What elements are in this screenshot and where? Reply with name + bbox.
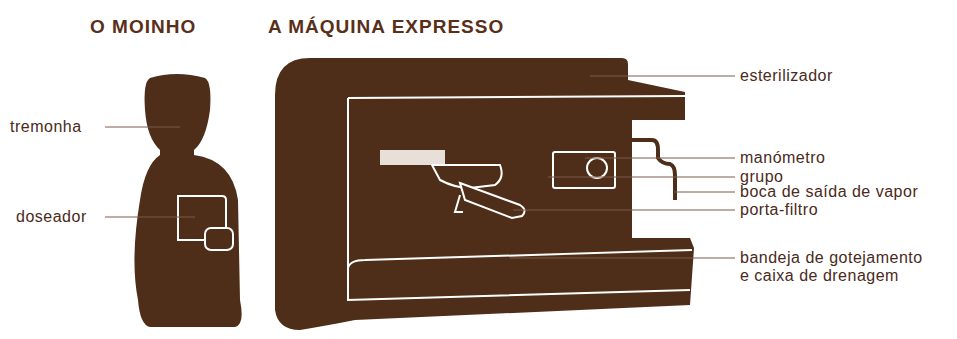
machine-body bbox=[275, 58, 694, 330]
part-label: porta-filtro bbox=[740, 201, 818, 219]
steam-wand bbox=[632, 140, 675, 200]
machine-outline bbox=[348, 96, 685, 98]
part-label: tremonha bbox=[10, 118, 82, 136]
part-label: bandeja de gotejamento e caixa de drenag… bbox=[740, 249, 930, 285]
part-label: boca de saída de vapor bbox=[740, 183, 918, 201]
gauge-panel bbox=[553, 152, 615, 188]
grinder-hopper bbox=[145, 74, 211, 158]
portafilter-spout bbox=[455, 195, 463, 212]
leader-line bbox=[105, 217, 195, 218]
leader-line bbox=[590, 76, 735, 77]
part-label: manómetro bbox=[740, 149, 825, 167]
drip-tray-edge bbox=[348, 250, 692, 268]
leader-line bbox=[510, 258, 735, 259]
group-head bbox=[380, 150, 445, 165]
gauge-dial bbox=[587, 158, 607, 178]
leader-line bbox=[674, 192, 735, 193]
section-heading: O MOINHO bbox=[90, 16, 196, 38]
leader-line bbox=[585, 158, 735, 159]
leader-line bbox=[105, 127, 180, 128]
portafilter-handle bbox=[460, 183, 525, 218]
leader-line bbox=[548, 177, 735, 178]
part-label: esterilizador bbox=[740, 67, 833, 85]
leader-line bbox=[513, 210, 735, 211]
part-label: doseador bbox=[16, 208, 87, 226]
grinder-body bbox=[134, 155, 241, 327]
section-heading: A MÁQUINA EXPRESSO bbox=[268, 16, 504, 38]
doser-spout bbox=[205, 228, 233, 250]
machine-outline bbox=[348, 98, 690, 300]
